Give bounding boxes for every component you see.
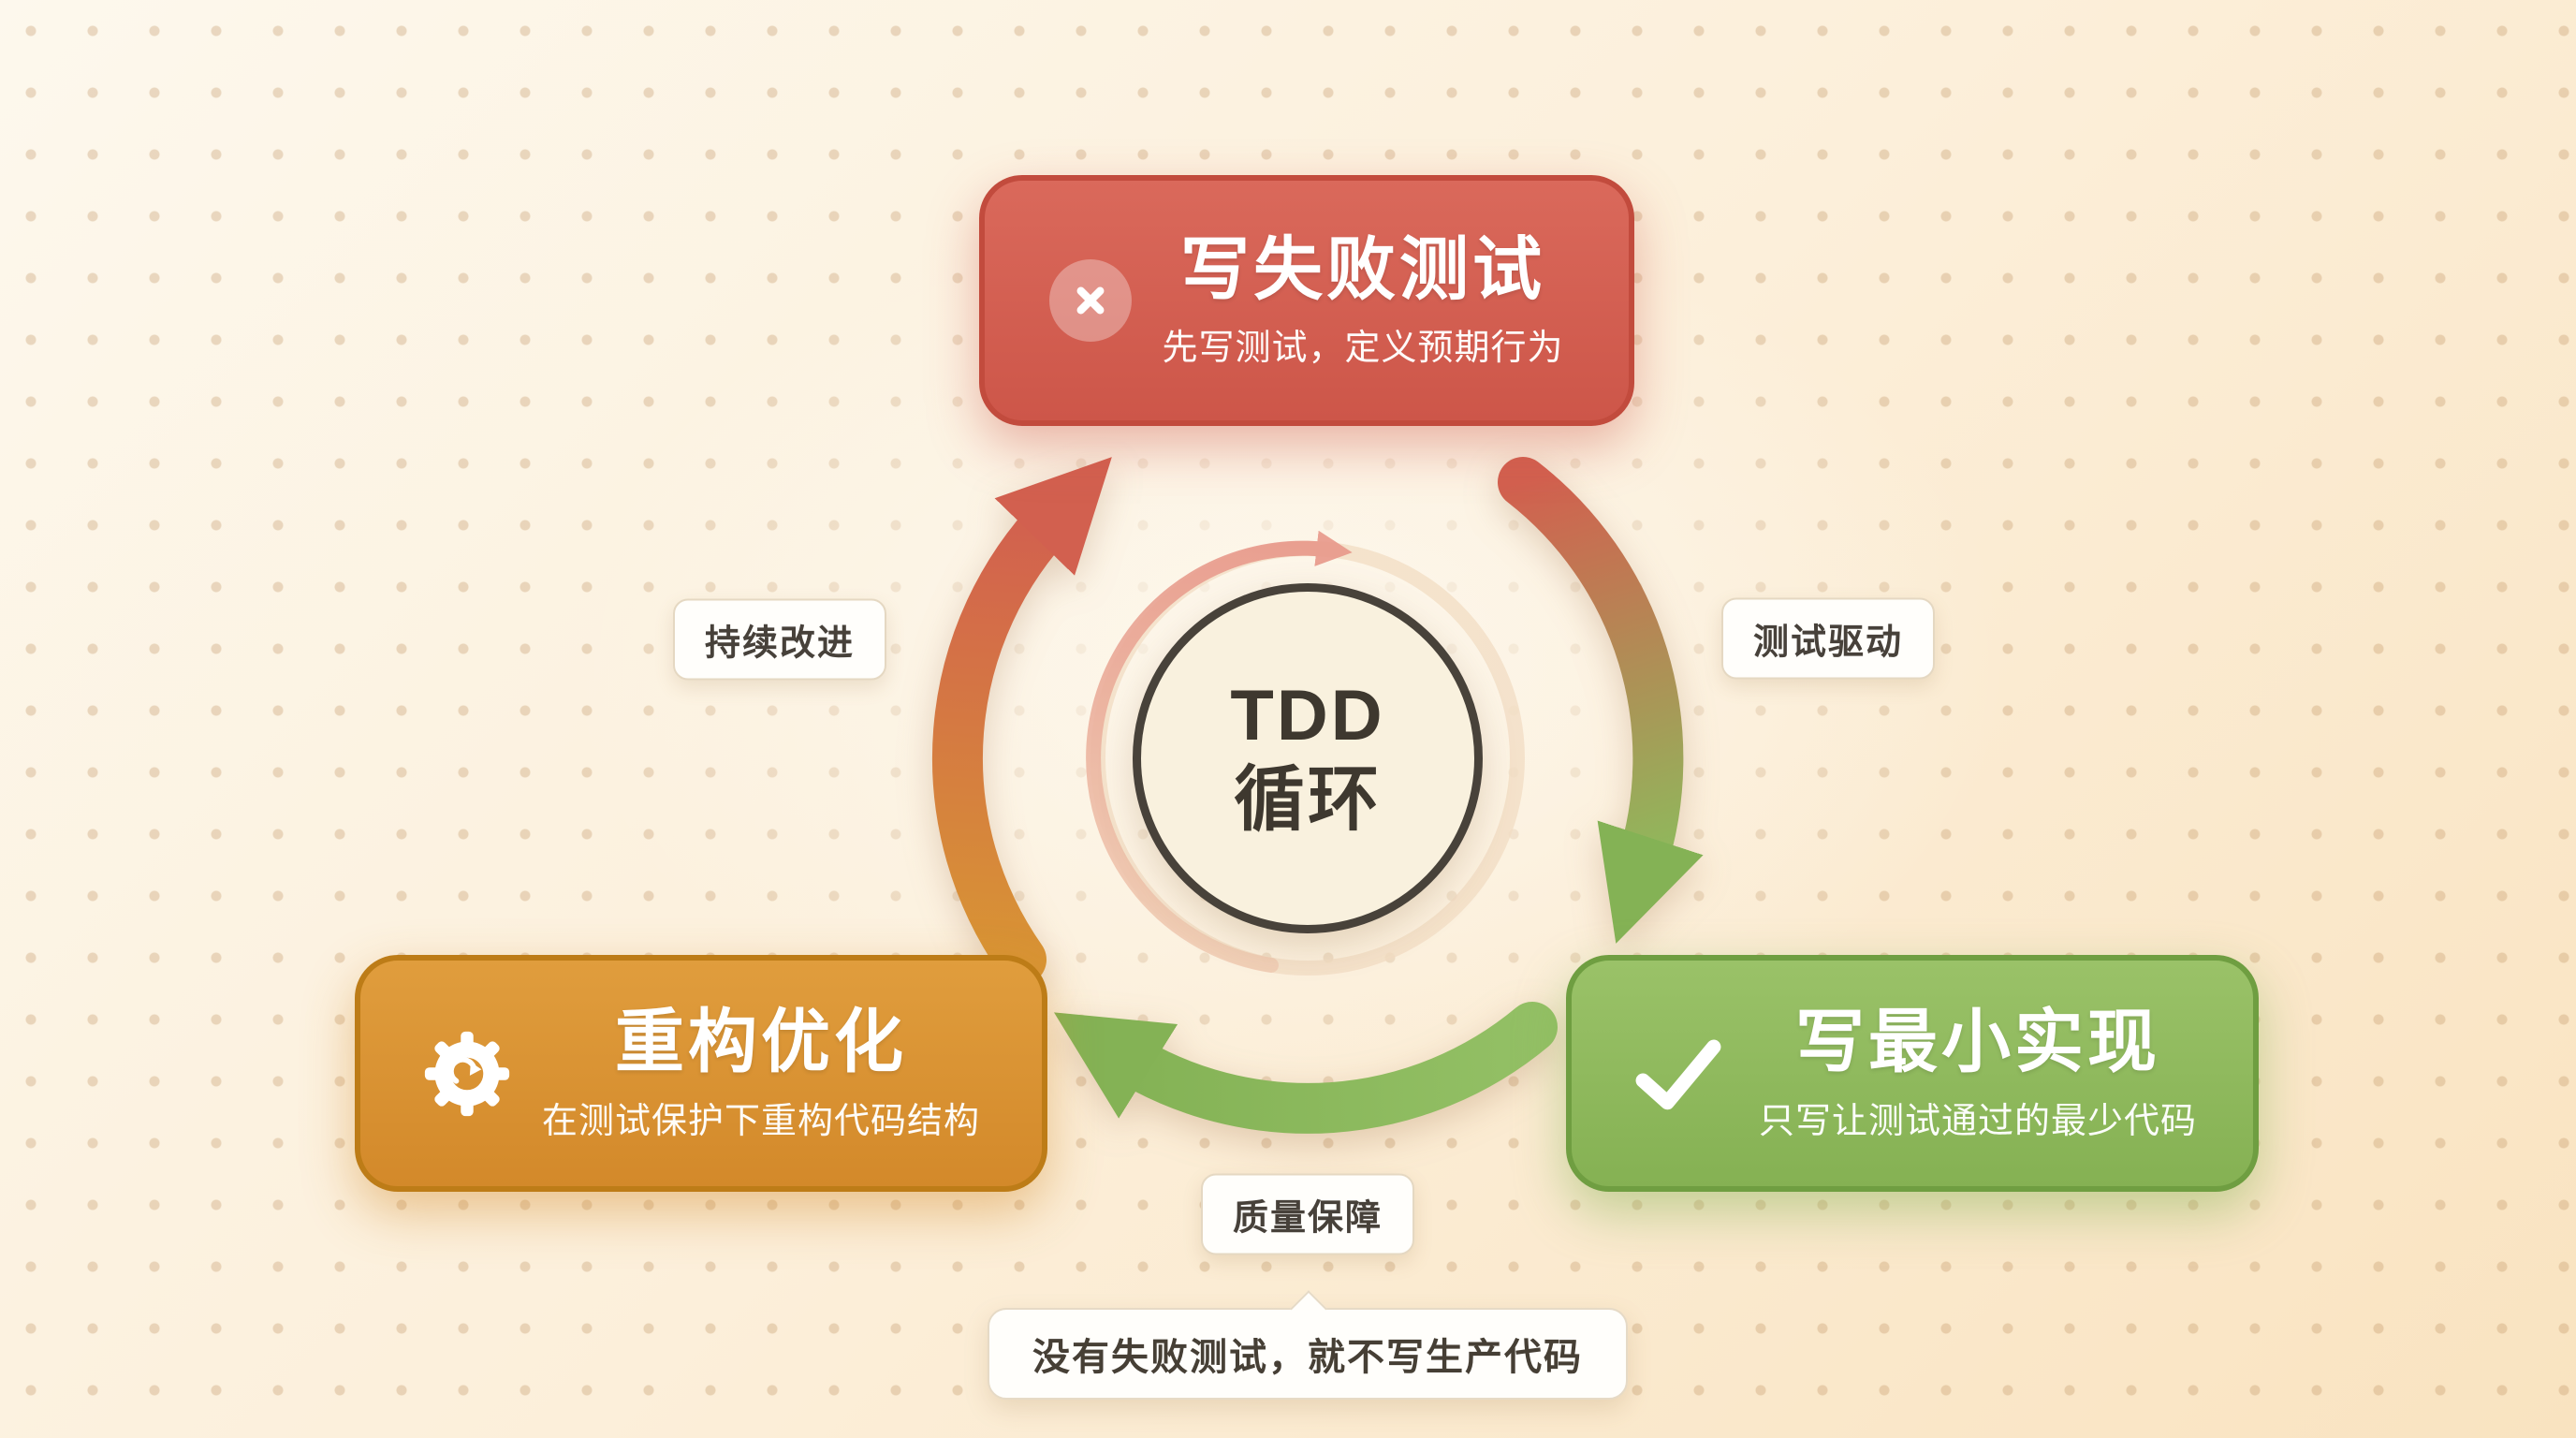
node-title: 写最小实现 xyxy=(1794,1003,2160,1081)
node-title: 重构优化 xyxy=(614,1003,907,1081)
edge-label-test-driven: 测试驱动 xyxy=(1720,597,1936,680)
node-write-minimal-implementation: 写最小实现 只写让测试通过的最少代码 xyxy=(1566,955,2259,1192)
checkmark-icon xyxy=(1628,1023,1729,1124)
arrow-test-driven xyxy=(1498,457,1704,944)
principle-note: 没有失败测试，就不写生产代码 xyxy=(988,1290,1628,1400)
x-circle-icon xyxy=(1049,259,1133,342)
arrow-continuous-improvement xyxy=(931,457,1112,985)
arrow-quality-assurance xyxy=(1053,1002,1558,1134)
node-title: 写失败测试 xyxy=(1179,229,1545,308)
edge-label-continuous-improvement: 持续改进 xyxy=(672,598,887,681)
node-write-failing-test: 写失败测试 先写测试，定义预期行为 xyxy=(979,175,1634,426)
node-subtitle: 只写让测试通过的最少代码 xyxy=(1758,1101,2197,1141)
gear-refresh-icon xyxy=(422,1029,512,1119)
node-subtitle: 先写测试，定义预期行为 xyxy=(1162,329,1564,369)
node-subtitle: 在测试保护下重构代码结构 xyxy=(541,1101,980,1141)
inner-cycle-arrow-icon xyxy=(1086,530,1353,973)
principle-note-text: 没有失败测试，就不写生产代码 xyxy=(1032,1337,1583,1378)
node-refactor-optimize: 重构优化 在测试保护下重构代码结构 xyxy=(355,955,1047,1192)
center-cycle-label: TDD 循环 xyxy=(1133,583,1483,933)
edge-label-quality-assurance: 质量保障 xyxy=(1200,1173,1415,1255)
center-line-1: TDD xyxy=(1230,676,1385,756)
center-line-2: 循环 xyxy=(1234,760,1382,840)
